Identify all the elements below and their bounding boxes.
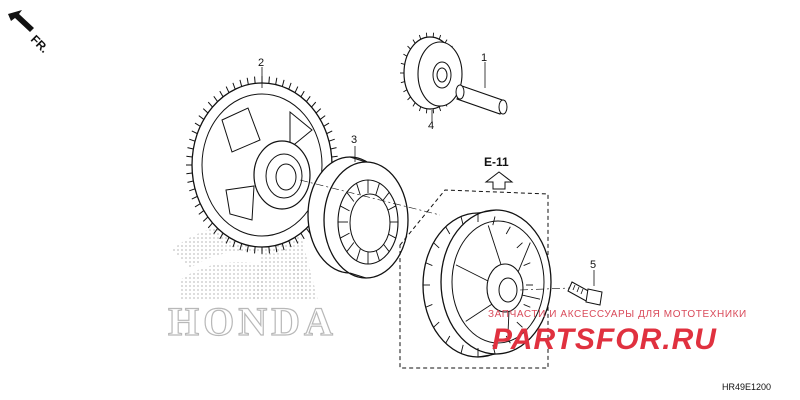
callout-leaders [261, 62, 595, 286]
callout-1: 1 [481, 52, 487, 64]
flange-bolt [567, 281, 603, 306]
one-way-clutch [307, 156, 409, 279]
up-arrow-icon [484, 171, 514, 190]
starter-clutch-outer [422, 209, 552, 358]
diagram-code: HR49E1200 [722, 382, 771, 392]
callout-3: 3 [351, 134, 357, 146]
site-watermark-tagline: ЗАПЧАСТИ И АКСЕССУАРЫ ДЛЯ МОТОТЕХНИКИ [488, 309, 747, 320]
site-watermark-name: PARTSFOR.RU [492, 323, 717, 356]
starter-driven-gear [186, 76, 338, 254]
front-direction-arrow-icon [8, 10, 34, 32]
direction-label: FR. [28, 32, 52, 56]
callout-5: 5 [590, 259, 596, 271]
starter-idle-gear [400, 32, 463, 114]
honda-watermark-text: HONDA [168, 299, 337, 344]
reference-label: E-11 [484, 155, 509, 169]
idle-gear-shaft [455, 84, 508, 115]
callout-2: 2 [258, 57, 264, 69]
callout-4: 4 [428, 120, 434, 132]
